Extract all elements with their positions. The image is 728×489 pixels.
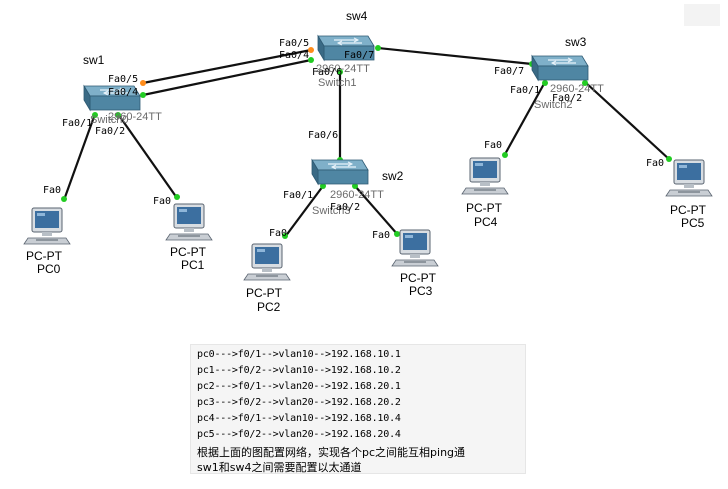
port-label: Fa0	[372, 230, 390, 241]
switch-name-sw3: sw3	[565, 35, 587, 49]
links	[62, 46, 671, 238]
switch-sw2[interactable]: Switch3 2960-24TT	[311, 159, 384, 217]
note-line: pc1--->f0/2-->vlan10-->192.168.10.2	[197, 365, 401, 376]
switch-name-sw2: sw2	[382, 169, 404, 183]
port-label: Fa0/2	[95, 126, 125, 137]
link-sw2-pc2	[284, 185, 324, 238]
pc-type: PC-PT	[466, 201, 503, 215]
pc-type: PC-PT	[670, 203, 707, 217]
port-label: Fa0/5	[108, 74, 138, 85]
port-label: Fa0	[43, 185, 61, 196]
port-dot	[308, 57, 314, 63]
port-label: Fa0/4	[108, 87, 138, 98]
pc-name: PC2	[257, 300, 281, 314]
pc-pc4[interactable]	[461, 157, 509, 195]
port-dot	[61, 196, 67, 202]
note-line: pc4--->f0/1-->vlan10-->192.168.10.4	[197, 413, 401, 424]
port-label: Fa0/1	[510, 85, 540, 96]
pc-type: PC-PT	[26, 249, 63, 263]
link-sw1-pc0	[62, 113, 97, 201]
port-dot	[140, 80, 146, 86]
pc-pc5[interactable]	[665, 159, 713, 197]
port-label: Fa0/7	[344, 50, 374, 61]
port-dot	[582, 80, 588, 86]
port-label: Fa0/2	[330, 202, 360, 213]
port-label: Fa0/2	[552, 93, 582, 104]
switch-sw1[interactable]: Switch0 2960-24TT	[83, 85, 162, 126]
port-dot	[92, 112, 98, 118]
port-labels: Fa0/5 Fa0/4 Fa0/1 Fa0/2 Fa0/5 Fa0/4 Fa0/…	[43, 38, 664, 241]
switch-model: 2960-24TT	[108, 111, 162, 123]
switch-model: 2960-24TT	[550, 83, 604, 95]
switch-model: 2960-24TT	[316, 63, 370, 75]
port-label: Fa0	[484, 140, 502, 151]
note-line: pc3--->f0/2-->vlan20-->192.168.20.2	[197, 397, 401, 408]
switch-hostname: Switch1	[318, 77, 357, 89]
port-dot	[337, 69, 343, 75]
pc-pc2[interactable]	[243, 243, 291, 281]
port-dot	[666, 156, 672, 162]
switch-model: 2960-24TT	[330, 189, 384, 201]
pc-name: PC4	[474, 215, 498, 229]
switch-hostname: Switch2	[534, 99, 573, 111]
port-dot	[320, 183, 326, 189]
port-label: Fa0	[269, 228, 287, 239]
switch-hostname: Switch3	[312, 205, 351, 217]
port-label: Fa0	[153, 196, 171, 207]
link-sw3-pc4	[503, 81, 546, 157]
pc-pc0[interactable]	[23, 207, 71, 245]
port-dot	[308, 47, 314, 53]
pc-name: PC5	[681, 216, 705, 230]
pc-type: PC-PT	[400, 271, 437, 285]
port-label: Fa0/7	[494, 66, 524, 77]
link-sw1-sw4-fa04	[142, 58, 312, 97]
port-dot	[502, 152, 508, 158]
link-sw4-sw3	[377, 46, 533, 66]
link-sw3-pc5	[584, 81, 671, 161]
switch-sw3[interactable]: Switch2 2960-24TT	[531, 55, 604, 111]
port-label: Fa0/6	[312, 67, 342, 78]
switch-hostname: Switch0	[90, 114, 129, 126]
port-dot	[140, 92, 146, 98]
port-label: Fa0/1	[62, 118, 92, 129]
note-line: pc2--->f0/1-->vlan20-->192.168.20.1	[197, 381, 401, 392]
port-dot	[542, 80, 548, 86]
switch-name-sw1: sw1	[83, 53, 105, 67]
link-sw1-sw4-fa05	[142, 48, 312, 85]
note-line: pc0--->f0/1-->vlan10-->192.168.10.1	[197, 349, 401, 360]
corner-mark	[684, 4, 720, 26]
port-label: Fa0/4	[279, 50, 309, 61]
note-task: 根据上面的图配置网络，实现各个pc之间能互相ping通	[197, 446, 466, 459]
pc-name: PC0	[37, 262, 61, 276]
pc-pc1[interactable]	[165, 203, 213, 241]
port-dot	[375, 45, 381, 51]
pc-type: PC-PT	[170, 245, 207, 259]
port-dot	[282, 233, 288, 239]
port-dot	[174, 194, 180, 200]
port-dot	[115, 112, 121, 118]
note-task-2: sw1和sw4之间需要配置以太通道	[197, 461, 362, 474]
port-label: Fa0	[646, 158, 664, 169]
task-notes: pc0--->f0/1-->vlan10-->192.168.10.1 pc1-…	[190, 344, 526, 474]
switch-name-sw4: sw4	[346, 9, 368, 23]
pc-name: PC1	[181, 258, 205, 272]
port-dot	[394, 231, 400, 237]
pc-name: PC3	[409, 284, 433, 298]
port-dot	[352, 183, 358, 189]
switch-sw4[interactable]: Switch1 2960-24TT	[316, 35, 375, 89]
port-label: Fa0/1	[283, 190, 313, 201]
port-label: Fa0/5	[279, 38, 309, 49]
pc-type: PC-PT	[246, 286, 283, 300]
link-sw2-pc3	[354, 185, 399, 236]
port-label: Fa0/6	[308, 130, 338, 141]
note-line: pc5--->f0/2-->vlan20-->192.168.20.4	[197, 429, 401, 440]
link-sw1-pc1	[117, 113, 178, 199]
